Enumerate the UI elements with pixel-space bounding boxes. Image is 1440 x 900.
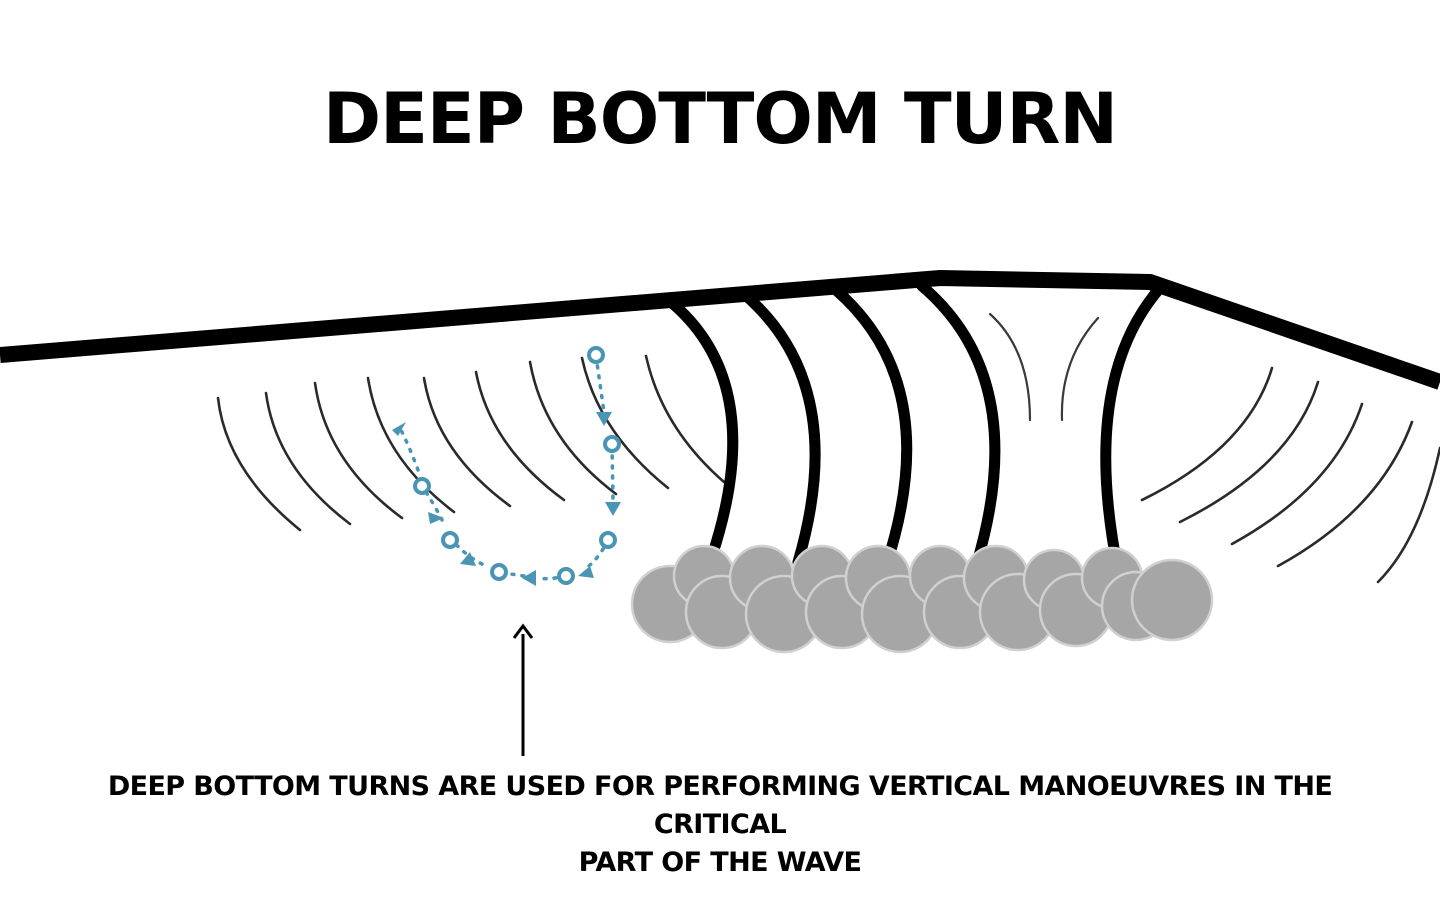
barrel-lines — [988, 312, 1100, 422]
wave-face-lines-right — [1140, 366, 1440, 584]
page-title: DEEP BOTTOM TURN — [323, 78, 1118, 160]
wave-face-lines-left — [216, 354, 726, 532]
caption-line-1: DEEP BOTTOM TURNS ARE USED FOR PERFORMIN… — [107, 771, 1333, 840]
caption-line-2: PART OF THE WAVE — [578, 847, 862, 878]
up-arrow-icon — [512, 623, 534, 756]
breaking-wave-curves — [660, 280, 1166, 576]
wave-lip-line — [0, 270, 1440, 390]
caption: DEEP BOTTOM TURNS ARE USED FOR PERFORMIN… — [40, 768, 1400, 882]
bottom-turn-path — [392, 346, 621, 586]
whitewater-foam — [630, 544, 1214, 654]
